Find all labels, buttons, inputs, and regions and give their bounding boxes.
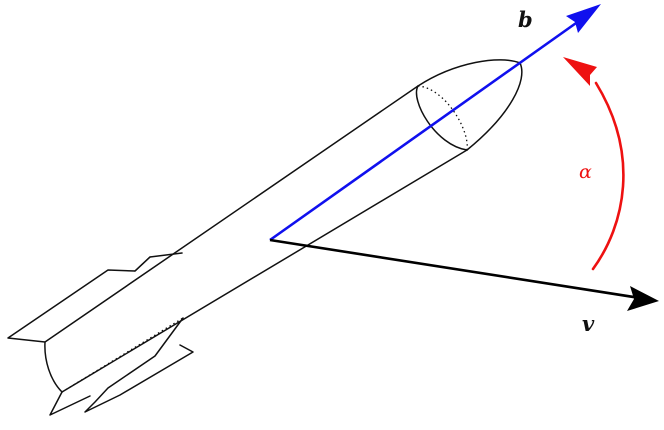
rocket-fin-upper bbox=[7, 252, 183, 343]
velocity-label: v bbox=[582, 311, 595, 336]
body-axis-label: b bbox=[518, 7, 533, 32]
rocket-fin-upper-tip bbox=[134, 256, 151, 272]
rocket bbox=[7, 59, 523, 416]
rocket-fin-tail bbox=[49, 391, 91, 416]
rocket-fin-lower bbox=[84, 317, 194, 413]
rocket-body bbox=[44, 85, 468, 393]
velocity-arrowhead bbox=[627, 286, 659, 311]
body-axis-arrowhead bbox=[566, 4, 601, 33]
velocity-line bbox=[269, 238, 641, 300]
angle-arrowhead bbox=[563, 57, 597, 86]
angle-arc bbox=[591, 81, 625, 271]
angle-label: α bbox=[579, 161, 592, 183]
rocket-nose-joint bbox=[415, 85, 468, 151]
rocket-hidden-edge bbox=[61, 317, 184, 393]
body-axis-line bbox=[269, 14, 587, 242]
